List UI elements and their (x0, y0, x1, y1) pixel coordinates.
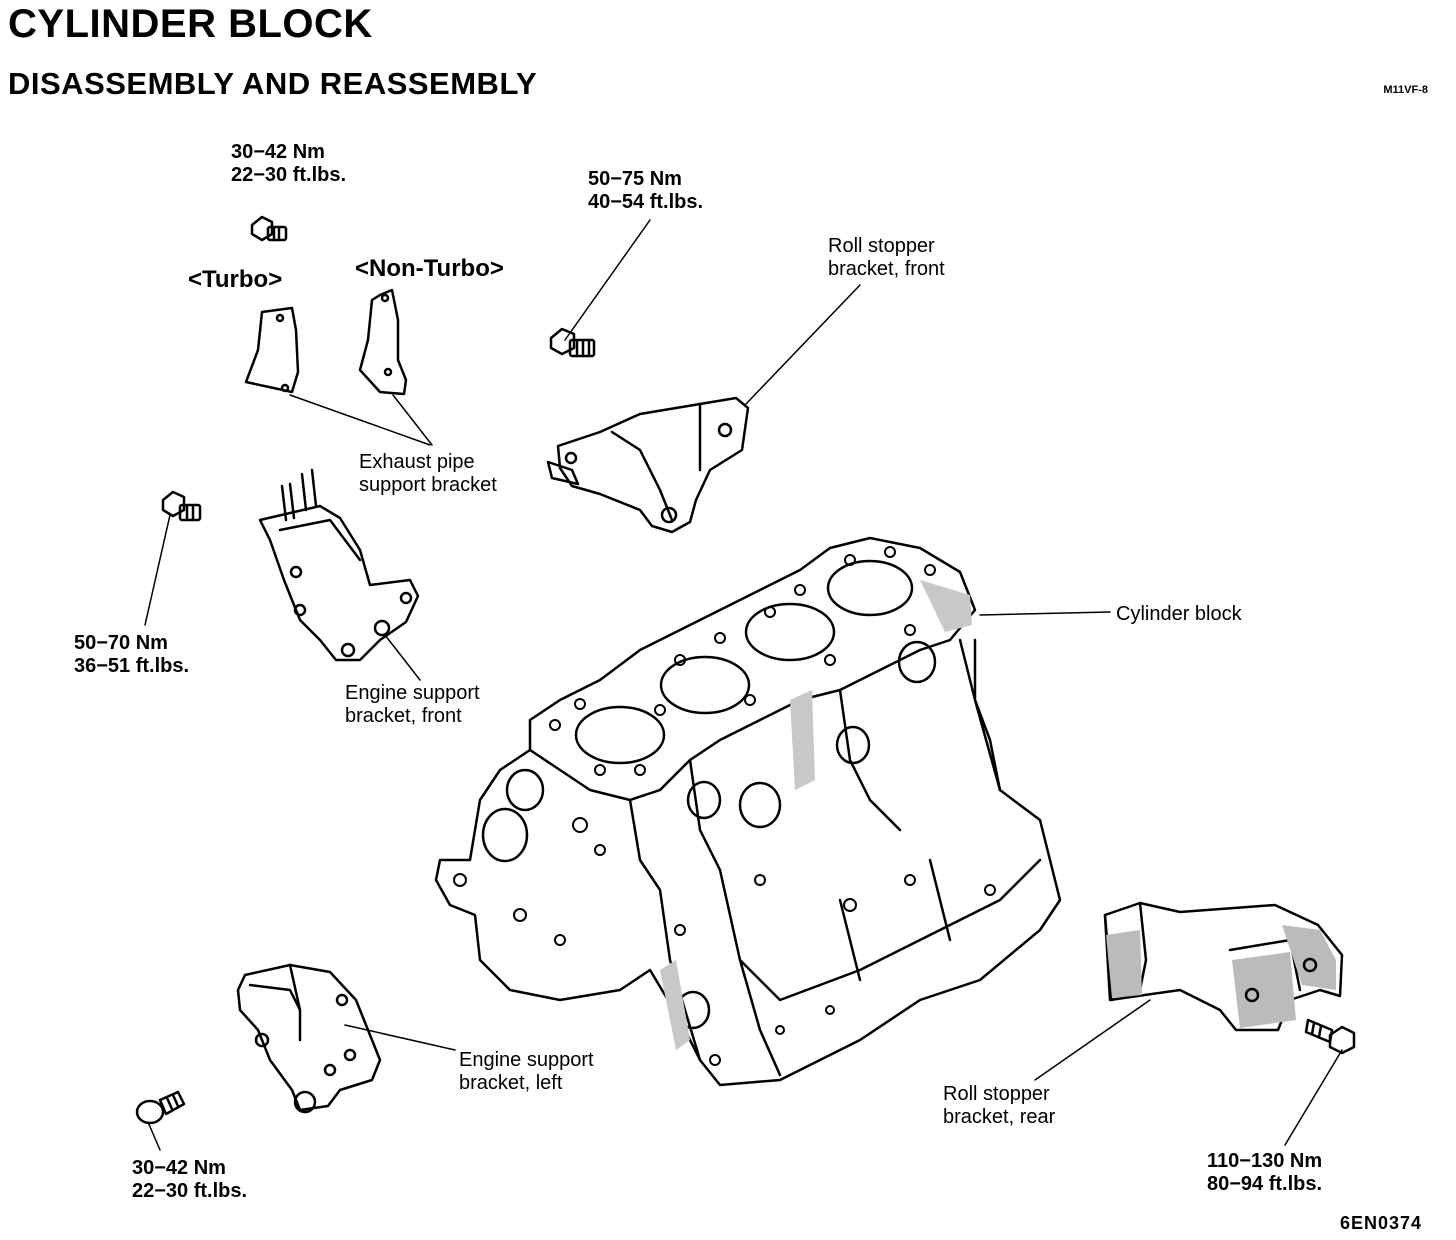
label-exhaust-pipe-support-bracket: Exhaust pipe support bracket (359, 451, 497, 497)
label-line: bracket, left (459, 1072, 563, 1094)
turbo-exhaust-bracket (244, 306, 300, 394)
torque-nm: 110−130 Nm (1207, 1150, 1323, 1172)
label-line: bracket, rear (943, 1106, 1056, 1128)
torque-spec-roll-stopper-front: 50−75 Nm 40−54 ft.lbs. (588, 168, 703, 214)
bolt-icon-engine-front (161, 490, 202, 522)
bolt-icon-roll-rear (1304, 1018, 1356, 1055)
torque-spec-engine-support-front: 50−70 Nm 36−51 ft.lbs. (74, 632, 189, 678)
leader-lines (144, 219, 1343, 1151)
variant-label-turbo: <Turbo> (188, 266, 283, 293)
bolt-icon-top-left (250, 215, 288, 242)
non-turbo-exhaust-bracket (358, 288, 408, 396)
label-line: Roll stopper (943, 1083, 1050, 1105)
torque-spec-engine-support-left: 30−42 Nm 22−30 ft.lbs. (132, 1157, 247, 1203)
label-roll-stopper-bracket-front: Roll stopper bracket, front (828, 235, 945, 281)
label-line: Engine support (345, 682, 480, 704)
label-line: bracket, front (345, 705, 462, 727)
torque-ftlbs: 22−30 ft.lbs. (132, 1180, 248, 1202)
torque-nm: 30−42 Nm (231, 141, 325, 163)
cylinder-block (434, 536, 1062, 1087)
torque-nm: 50−70 Nm (74, 632, 168, 654)
engine-support-bracket-left (236, 963, 382, 1114)
label-line: Engine support (459, 1049, 594, 1071)
torque-ftlbs: 36−51 ft.lbs. (74, 655, 190, 677)
torque-spec-exhaust-bracket: 30−42 Nm 22−30 ft.lbs. (231, 141, 346, 187)
label-line: Exhaust pipe (359, 451, 475, 473)
label-engine-support-bracket-left: Engine support bracket, left (459, 1049, 594, 1095)
variant-label-non-turbo: <Non-Turbo> (355, 255, 504, 282)
label-engine-support-bracket-front: Engine support bracket, front (345, 682, 480, 728)
torque-nm: 30−42 Nm (132, 1157, 226, 1179)
page-subtitle: DISASSEMBLY AND REASSEMBLY (8, 66, 538, 101)
document-code: M11VF-8 (1383, 84, 1428, 96)
torque-nm: 50−75 Nm (588, 168, 682, 190)
label-cylinder-block: Cylinder block (1116, 603, 1242, 625)
page-title: CYLINDER BLOCK (8, 2, 373, 46)
label-line: bracket, front (828, 258, 945, 280)
roll-stopper-bracket-rear (1103, 901, 1344, 1032)
torque-ftlbs: 40−54 ft.lbs. (588, 191, 704, 213)
engine-support-bracket-front (258, 468, 420, 662)
torque-ftlbs: 80−94 ft.lbs. (1207, 1173, 1323, 1195)
torque-ftlbs: 22−30 ft.lbs. (231, 164, 347, 186)
label-line: support bracket (359, 474, 497, 496)
torque-spec-roll-stopper-rear: 110−130 Nm 80−94 ft.lbs. (1207, 1150, 1322, 1196)
label-line: Roll stopper (828, 235, 935, 257)
roll-stopper-bracket-front (546, 396, 750, 534)
bolt-icon-front-roll (549, 327, 596, 358)
figure-number: 6EN0374 (1339, 1213, 1422, 1233)
bolt-icon-engine-left (135, 1090, 186, 1125)
label-roll-stopper-bracket-rear: Roll stopper bracket, rear (943, 1083, 1055, 1129)
